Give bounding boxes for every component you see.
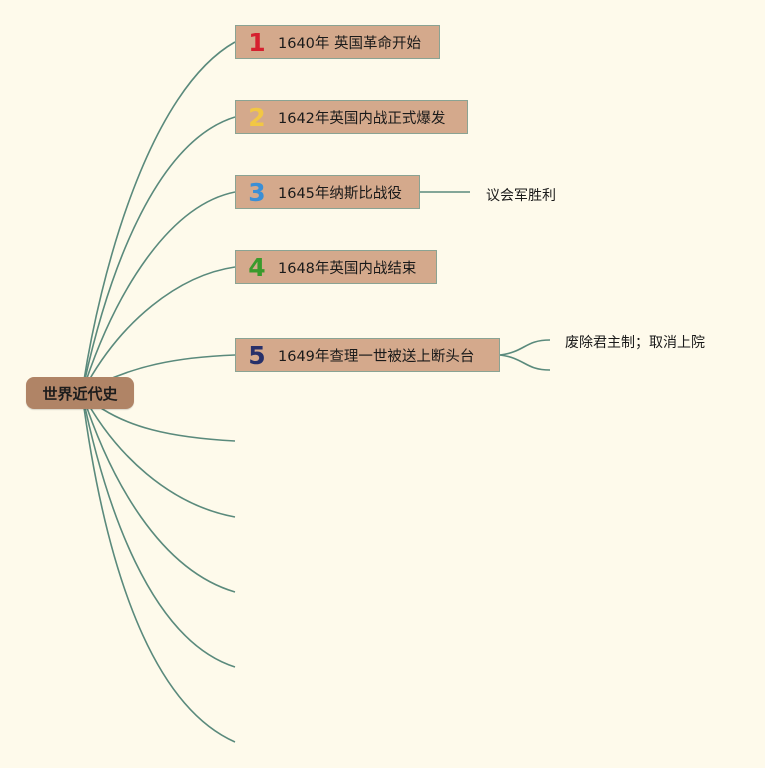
branch-node-1-label: 1640年 英国革命开始 bbox=[278, 35, 422, 52]
branch-node-4-label: 1648年英国内战结束 bbox=[278, 260, 417, 277]
connector-empty-branch-3 bbox=[81, 392, 236, 593]
number-2-icon: 2 bbox=[248, 102, 266, 132]
number-1-icon: 1 bbox=[248, 27, 266, 57]
connector-branch-4 bbox=[81, 266, 236, 394]
branch-node-3-label: 1645年纳斯比战役 bbox=[278, 185, 402, 202]
branch-node-4[interactable]: 4 1648年英国内战结束 bbox=[235, 250, 437, 284]
branch-node-1[interactable]: 1 1640年 英国革命开始 bbox=[235, 25, 440, 59]
root-node[interactable]: 世界近代史 bbox=[26, 377, 134, 409]
connector-branch-2 bbox=[81, 116, 236, 394]
branch-node-5[interactable]: 5 1649年查理一世被送上断头台 bbox=[235, 338, 500, 372]
branch-node-2[interactable]: 2 1642年英国内战正式爆发 bbox=[235, 100, 468, 134]
connector-note-5-upper bbox=[499, 339, 551, 356]
connector-note-5-lower bbox=[499, 354, 551, 371]
connector-branch-3 bbox=[81, 191, 236, 394]
connector-empty-branch-4 bbox=[81, 392, 236, 668]
connector-empty-branch-5 bbox=[81, 392, 236, 743]
branch-node-3[interactable]: 3 1645年纳斯比战役 bbox=[235, 175, 420, 209]
note-node-5[interactable]: 废除君主制；取消上院 bbox=[565, 335, 705, 351]
number-3-icon: 3 bbox=[248, 177, 266, 207]
branch-node-2-label: 1642年英国内战正式爆发 bbox=[278, 110, 446, 127]
branch-node-5-label: 1649年查理一世被送上断头台 bbox=[278, 348, 475, 365]
connector-empty-branch-2 bbox=[81, 392, 236, 518]
note-node-3[interactable]: 议会军胜利 bbox=[486, 188, 556, 204]
connector-branch-1 bbox=[81, 41, 236, 394]
root-node-label: 世界近代史 bbox=[42, 384, 118, 403]
number-4-icon: 4 bbox=[248, 252, 266, 282]
number-5-icon: 5 bbox=[248, 340, 266, 370]
